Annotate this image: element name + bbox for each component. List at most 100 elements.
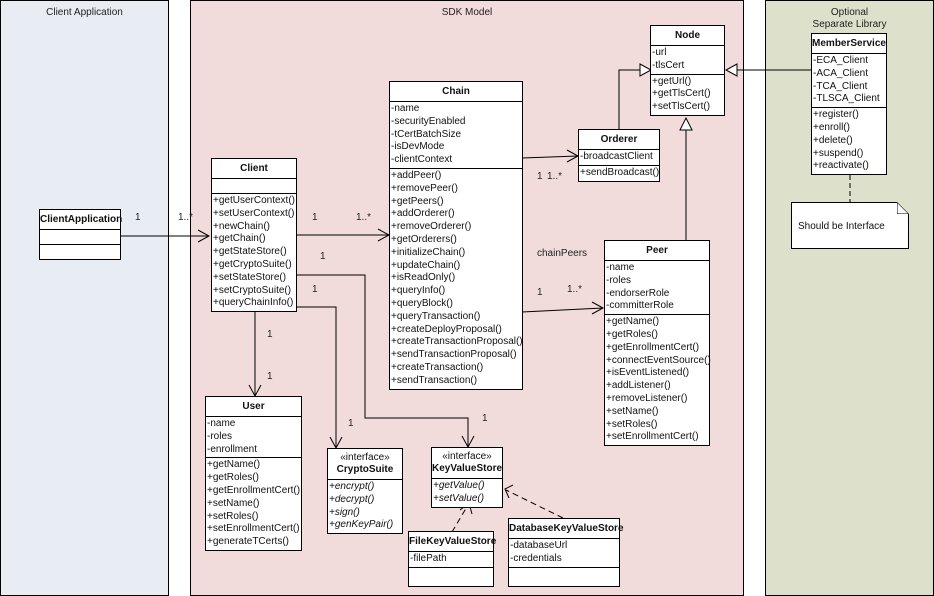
method: +initializeChain() [391,246,466,258]
method: +sign() [329,506,360,518]
attribute: -roles [606,274,632,286]
methods-section: +getName() +getRoles() +getEnrollmentCer… [605,315,711,445]
attributes-section: -broadcastClient [579,150,659,166]
method: +connectEventSource() [606,354,711,366]
method: +getChain() [213,233,266,245]
attributes-section: -name -securityEnabled -tCertBatchSize -… [390,102,522,169]
client-application-region: Client Application [0,0,169,596]
attribute: -databaseUrl [510,540,568,551]
method: +delete() [813,134,853,146]
attribute: -TLSCA_Client [813,93,880,105]
role-label: chainPeers [537,248,588,259]
class-name: Client [212,159,296,179]
method: +decrypt() [329,493,375,505]
region-title: Client Application [46,7,123,18]
method: +getPeers() [391,195,444,207]
method: +setStateStore() [213,271,287,283]
method: +getCryptoSuite() [213,258,292,270]
method: +sendTransaction() [391,374,478,386]
method: +setRoles() [606,418,658,430]
class-database-key-value-store[interactable]: DatabaseKeyValueStore -databaseUrl -cred… [508,518,624,587]
method: +queryBlock() [391,297,453,309]
class-name-text: KeyValueStore [432,463,503,474]
attributes-section: -url -tlsCert [651,46,724,75]
methods-section: +getUrl() +getTlsCert() +setTlsCert() [651,75,724,115]
class-name: Node [651,26,724,46]
method: +addListener() [606,380,671,392]
multiplicity: 1..* [356,212,372,223]
multiplicity: 1..* [567,284,583,295]
method: +getEnrollmentCert() [606,341,700,353]
method: +reactivate() [813,160,869,172]
class-client-application[interactable]: ClientApplication [39,209,122,260]
method: +sendBroadcast() [580,166,660,178]
method: +getStateStore() [213,246,287,258]
method: +newChain() [213,220,270,232]
class-name: Chain [390,82,522,102]
attribute: -name [606,262,635,273]
class-client[interactable]: Client +getUserContext() +setUserContext… [211,158,297,313]
class-name: ClientApplication [40,210,122,230]
class-member-service[interactable]: MemberService -ECA_Client -ACA_Client -T… [811,33,887,176]
attributes-section: -name -roles -endorserRole -committerRol… [605,261,709,316]
class-node[interactable]: Node -url -tlsCert +getUrl() +getTlsCert… [650,25,725,116]
method: +updateChain() [391,259,461,271]
class-crypto-suite[interactable]: «interface» CryptoSuite +encrypt() +decr… [327,448,403,535]
multiplicity: 1 [135,212,141,223]
attribute: -roles [207,430,233,442]
attributes-section: -databaseUrl -credentials [509,539,619,568]
method: +setUserContext() [213,207,295,219]
multiplicity: 1 [312,284,318,295]
methods-section: +encrypt() +decrypt() +sign() +genKeyPai… [328,480,402,533]
multiplicity: 1 [267,329,273,340]
attribute: -broadcastClient [580,151,653,162]
methods-section [509,568,619,586]
class-name: User [206,397,301,417]
class-user[interactable]: User -name -roles -enrollment +getName()… [205,396,302,551]
method: +setName() [606,405,659,417]
class-name-text: CryptoSuite [336,464,394,475]
method: +isReadOnly() [391,272,456,284]
attributes-section: -name -roles -enrollment [206,417,301,459]
class-file-key-value-store[interactable]: FileKeyValueStore -filePath [408,531,496,587]
method: +queryInfo() [391,285,446,297]
method: +suspend() [813,147,864,159]
multiplicity: 1 [537,171,543,182]
method: +createTransaction() [391,361,484,373]
attribute: -tCertBatchSize [391,128,462,140]
class-peer[interactable]: Peer -name -roles -endorserRole -committ… [604,240,711,447]
region-title-line1: Optional [830,7,869,18]
method: +getUrl() [652,75,692,87]
method: +encrypt() [329,481,375,492]
multiplicity: 1 [537,287,543,298]
method: +setName() [207,497,260,509]
class-chain[interactable]: Chain -name -securityEnabled -tCertBatch… [389,81,523,390]
attribute: -securityEnabled [391,115,466,127]
attribute: -committerRole [606,300,674,312]
method: +generateTCerts() [207,536,289,548]
methods-section [409,568,493,586]
method: +getRoles() [207,472,259,484]
method: +getUserContext() [213,195,295,206]
method: +setTlsCert() [652,101,711,113]
attribute: -isDevMode [391,141,445,153]
attributes-section: -ECA_Client -ACA_Client -TCA_Client -TLS… [812,54,886,109]
method: +getEnrollmentCert() [207,484,301,496]
methods-section: +getValue() +setValue() [432,479,502,507]
uml-note[interactable]: Should be Interface [791,202,909,249]
class-name: DatabaseKeyValueStore [509,519,624,539]
attribute: -name [391,103,420,114]
method: +sendTransactionProposal() [391,349,517,361]
method: +setValue() [433,492,485,504]
method: +getRoles() [606,328,658,340]
class-name: FileKeyValueStore [409,532,496,552]
method: +removeOrderer() [391,221,472,233]
method: +setEnrollmentCert() [207,523,300,535]
class-key-value-store[interactable]: «interface» KeyValueStore +getValue() +s… [431,447,503,508]
region-title: SDK Model [441,7,493,18]
method: +register() [813,109,859,121]
class-orderer[interactable]: Orderer -broadcastClient +sendBroadcast(… [578,129,660,182]
multiplicity: 1..* [547,171,563,182]
method: +setEnrollmentCert() [606,431,699,443]
class-name: Peer [605,241,709,261]
